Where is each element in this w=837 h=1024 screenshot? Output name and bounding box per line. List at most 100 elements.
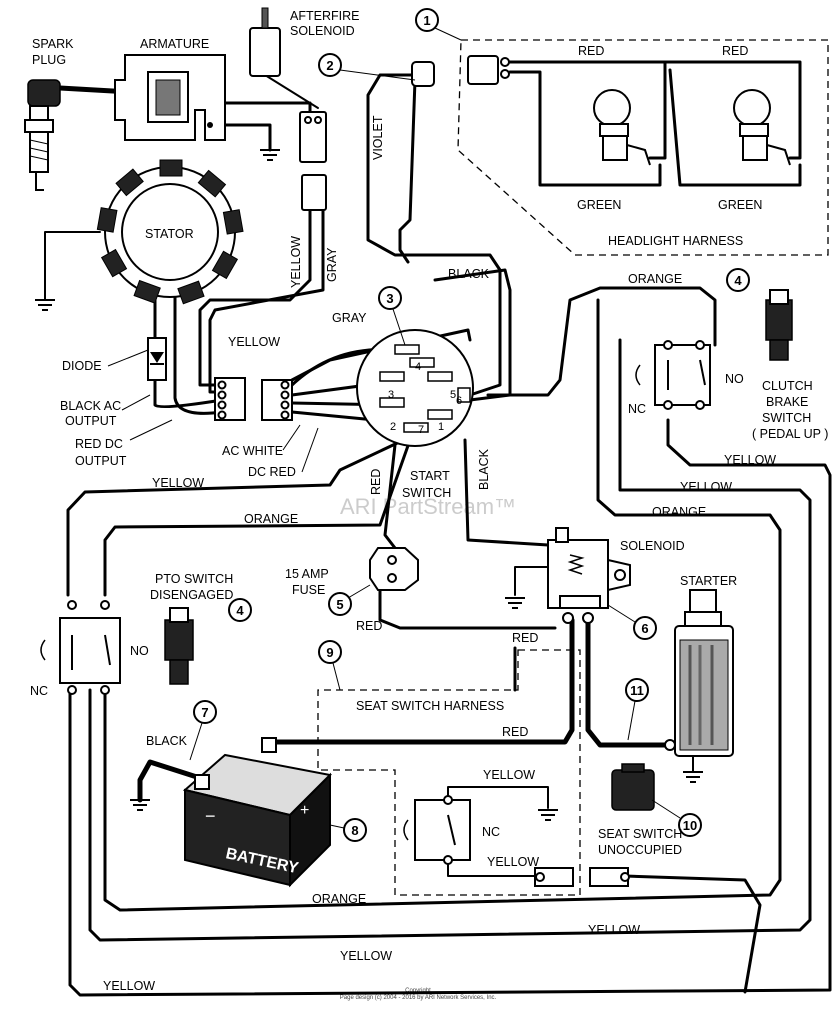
battery-icon: − + BATTERY [182,737,333,888]
wire-label-red-6: RED [502,725,528,739]
orange-wire-loop [103,298,782,912]
ground-icon [538,809,558,821]
yellow-wire-loop-1 [88,338,812,942]
solenoid-label: SOLENOID [620,539,685,553]
regulator-connector-icon [214,377,293,421]
fuse-label-2: FUSE [292,583,325,597]
ground-symbols [35,149,703,821]
yellow-wire-loop-2 [68,418,832,997]
wire-label-red-4: RED [356,619,382,633]
dc-red-label: DC RED [248,465,296,479]
red-wire-headlight-1 [508,60,667,160]
svg-text:4: 4 [236,603,244,618]
spark-plug-label-2: PLUG [32,53,66,67]
red-dc-wire [173,281,224,415]
callout-10: 10 [651,799,702,837]
svg-text:8: 8 [351,823,358,838]
wires [44,60,832,997]
starter-cable [585,617,673,748]
wire-label-black-1: BLACK [448,267,490,281]
wire-label-orange-1: ORANGE [628,272,682,286]
yellow-wire-seat-ground [447,786,549,809]
wire-label-orange-4: ORANGE [312,892,366,906]
svg-text:1: 1 [423,13,430,28]
start-switch: 4 3 5 6 2 1 7 [356,329,474,447]
red-wire-fuse-bottom [378,588,557,630]
stator-ground-wire [44,231,101,301]
headlight-harness-outline [457,39,829,256]
seat-nc-label: NC [482,825,500,839]
orange-wire-clutch [486,286,717,397]
wire-label-gray-1: GRAY [325,247,339,282]
fuse-label-1: 15 AMP [285,567,329,581]
battery-minus-icon: − [205,806,216,826]
callout-2: 2 [318,53,416,81]
clutch-label-1: CLUTCH [762,379,813,393]
solenoid-ground-wire [514,566,549,596]
footer-page-design: Page design (c) 2004 - 2016 by ARI Netwo… [340,995,497,1001]
wire-label-violet: VIOLET [371,115,385,160]
start-switch-label-1: START [410,469,450,483]
callout-1: 1 [415,8,462,41]
wire-label-yellow-6: YELLOW [483,768,535,782]
switch-terminal-5: 5 [450,389,456,401]
afterfire-lead [264,74,319,109]
wire-label-green-2: GREEN [718,198,762,212]
diode-icon [147,337,167,381]
starter-label: STARTER [680,574,737,588]
pto-label-1: PTO SWITCH [155,572,233,586]
black-wire-solenoid [463,438,550,547]
wire-label-black-2: BLACK [477,448,491,490]
wire-label-red-1: RED [578,44,604,58]
red-wire-fuse-top [383,443,397,550]
headlight-left-icon [593,89,651,166]
yellow-wire-start-left [66,428,427,597]
starter-icon [664,589,734,757]
fuse-icon [369,547,419,591]
solenoid-icon [547,527,631,624]
headlight-harness-label: HEADLIGHT HARNESS [608,234,743,248]
callout-6: 6 [607,604,657,640]
svg-text:9: 9 [326,645,333,660]
wire-label-yellow-9: YELLOW [340,949,392,963]
yellow-wire-regulator [198,208,312,387]
component-labels: SPARK PLUG ARMATURE AFTERFIRE SOLENOID S… [30,9,828,857]
spark-plug-label-1: SPARK [32,37,74,51]
switch-terminal-4: 4 [415,361,421,373]
battery-red-cable [262,617,575,745]
wire-label-black-3: BLACK [146,734,188,748]
callout-3: 3 [378,286,406,346]
seat-switch-label-2: UNOCCUPIED [598,843,682,857]
green-wire-headlight-1 [508,70,662,187]
switch-terminal-1: 1 [438,421,444,433]
afterfire-connector-icon [299,111,327,211]
seat-switch-schematic [403,795,471,865]
switch-terminal-3: 3 [388,389,394,401]
svg-text:6: 6 [641,621,648,636]
callout-5: 5 [328,584,371,616]
headlight-right-icon [733,89,791,166]
callout-4-pto: 4 [228,598,252,622]
gray-wire-regulator [208,208,325,394]
callout-8: 8 [329,818,367,842]
callout-4-clutch: 4 [726,268,750,292]
svg-text:2: 2 [326,58,333,73]
seat-harness-label: SEAT SWITCH HARNESS [356,699,504,713]
wire-label-red-2: RED [722,44,748,58]
wire-label-gray-2: GRAY [332,311,367,325]
black-wire-switch [433,268,512,402]
black-ac-wire [153,281,224,409]
wire-label-yellow-8: YELLOW [588,923,640,937]
wire-label-green-1: GREEN [577,198,621,212]
pto-label-2: DISENGAGED [150,588,233,602]
wire-label-yellow-10: YELLOW [103,979,155,993]
callout-9: 9 [318,640,342,691]
clutch-label-3: SWITCH [762,411,811,425]
black-ac-label-2: OUTPUT [65,414,117,428]
seat-switch-icon [611,763,655,811]
seat-switch-label-1: SEAT SWITCH [598,827,682,841]
wire-label-yellow-7: YELLOW [487,855,539,869]
wire-label-yellow-3: YELLOW [152,476,204,490]
dc-red-wire-switch [290,410,377,422]
